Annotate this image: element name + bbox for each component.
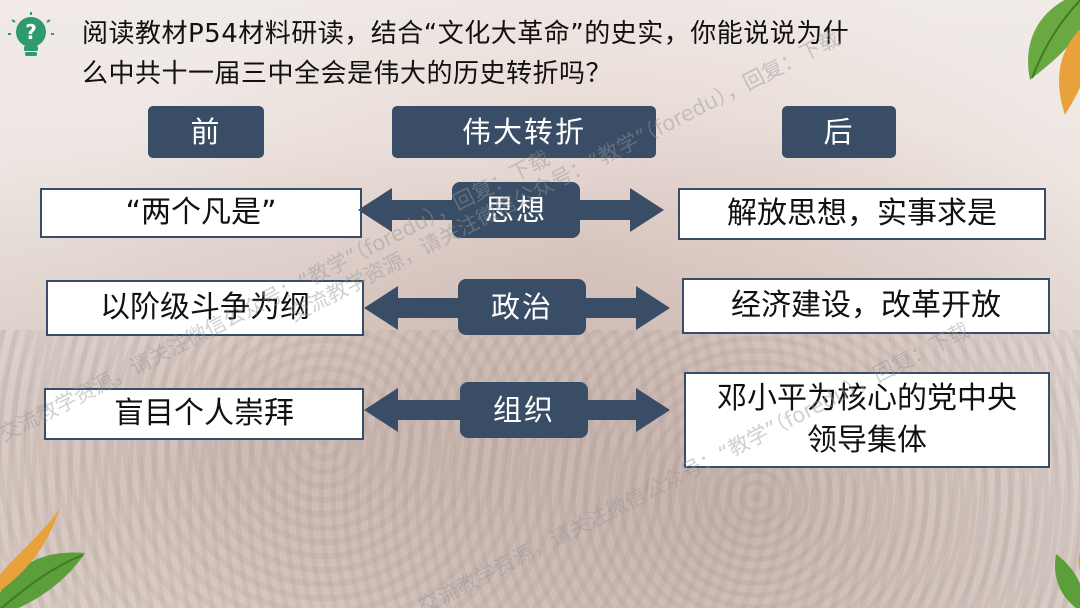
row-1-before-box: “两个凡是” <box>40 188 362 238</box>
leaf-decoration-bottom-right-icon <box>996 524 1080 608</box>
row-1-aspect-label: 思想 <box>452 182 580 238</box>
header-turning-point: 伟大转折 <box>392 106 656 158</box>
header-before: 前 <box>148 106 264 158</box>
row-3-aspect-label: 组织 <box>460 382 588 438</box>
row-2-aspect-label: 政治 <box>458 279 586 335</box>
question-line-2: 么中共十一届三中全会是伟大的历史转折吗？ <box>82 54 1042 94</box>
row-1-after-box: 解放思想，实事求是 <box>678 188 1046 240</box>
row-2-after-box: 经济建设，改革开放 <box>682 278 1050 334</box>
leaf-decoration-bottom-left-icon <box>0 498 120 608</box>
row-2-before-box: 以阶级斗争为纲 <box>46 280 364 336</box>
row-3-before-box: 盲目个人崇拜 <box>44 388 364 440</box>
row-3-after-box: 邓小平为核心的党中央领导集体 <box>684 372 1050 468</box>
svg-text:?: ? <box>25 20 37 44</box>
question-text: 阅读教材P54材料研读，结合“文化大革命”的史实，你能说说为什 么中共十一届三中… <box>82 14 1042 94</box>
question-line-1: 阅读教材P54材料研读，结合“文化大革命”的史实，你能说说为什 <box>82 14 1042 54</box>
lightbulb-question-icon: ? <box>8 12 54 62</box>
header-after: 后 <box>782 106 896 158</box>
